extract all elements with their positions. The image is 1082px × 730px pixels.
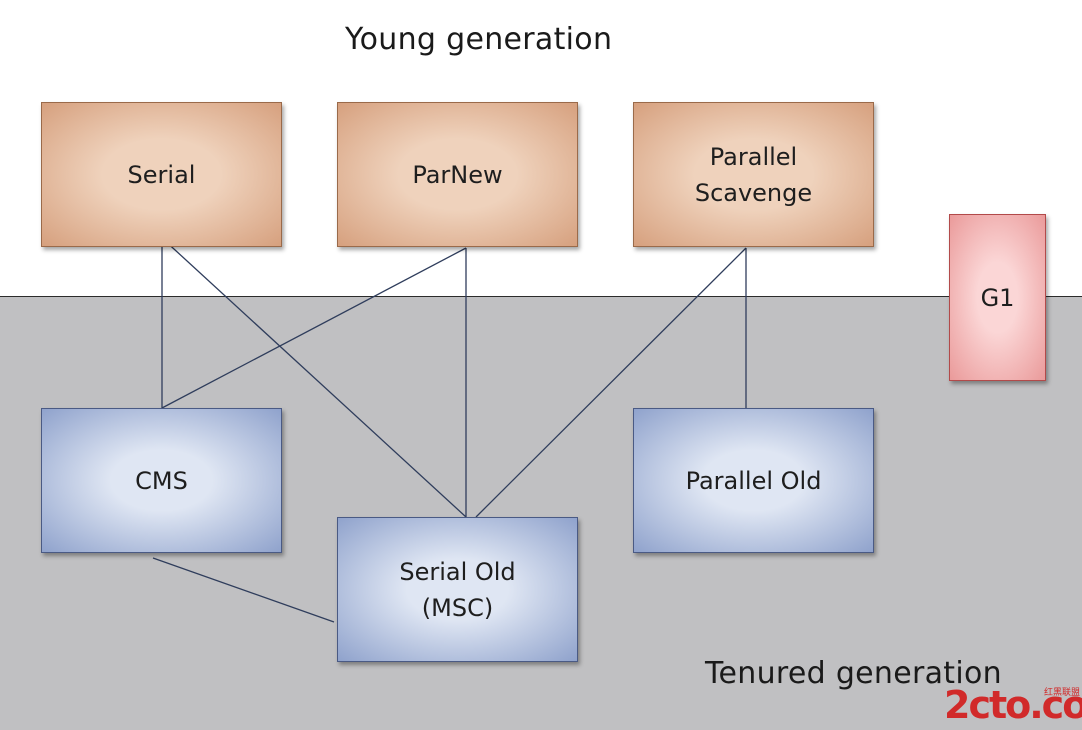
parallel-old-collector-box: Parallel Old — [633, 408, 874, 553]
connector-parnew-cms — [161, 247, 467, 409]
g1-label: G1 — [980, 283, 1015, 312]
generation-divider — [0, 296, 1082, 297]
connector-serial-serialold — [161, 237, 467, 518]
watermark-subtext: 红黑联盟 — [1043, 688, 1080, 698]
parallel-scavenge-collector-box: Parallel Scavenge — [633, 102, 874, 247]
connector-parallelscavenge-serialold — [475, 247, 747, 518]
parnew-label: ParNew — [412, 160, 503, 189]
serial-old-collector-box: Serial Old (MSC) — [337, 517, 578, 662]
serial-label: Serial — [127, 160, 196, 189]
cms-collector-box: CMS — [41, 408, 282, 553]
young-generation-title: Young generation — [345, 22, 613, 57]
watermark-logo: 2cto.com 红黑联盟 — [944, 683, 1082, 727]
tenured-generation-title: Tenured generation — [705, 656, 1002, 691]
parallel-scavenge-label: Parallel Scavenge — [694, 142, 813, 207]
parnew-collector-box: ParNew — [337, 102, 578, 247]
watermark-text: 2cto.com — [944, 683, 1082, 727]
parallel-old-label: Parallel Old — [685, 466, 822, 495]
serial-old-label: Serial Old (MSC) — [399, 557, 516, 622]
serial-collector-box: Serial — [41, 102, 282, 247]
cms-label: CMS — [135, 466, 188, 495]
g1-collector-box: G1 — [949, 214, 1046, 381]
connector-cms-serialold — [152, 557, 335, 623]
